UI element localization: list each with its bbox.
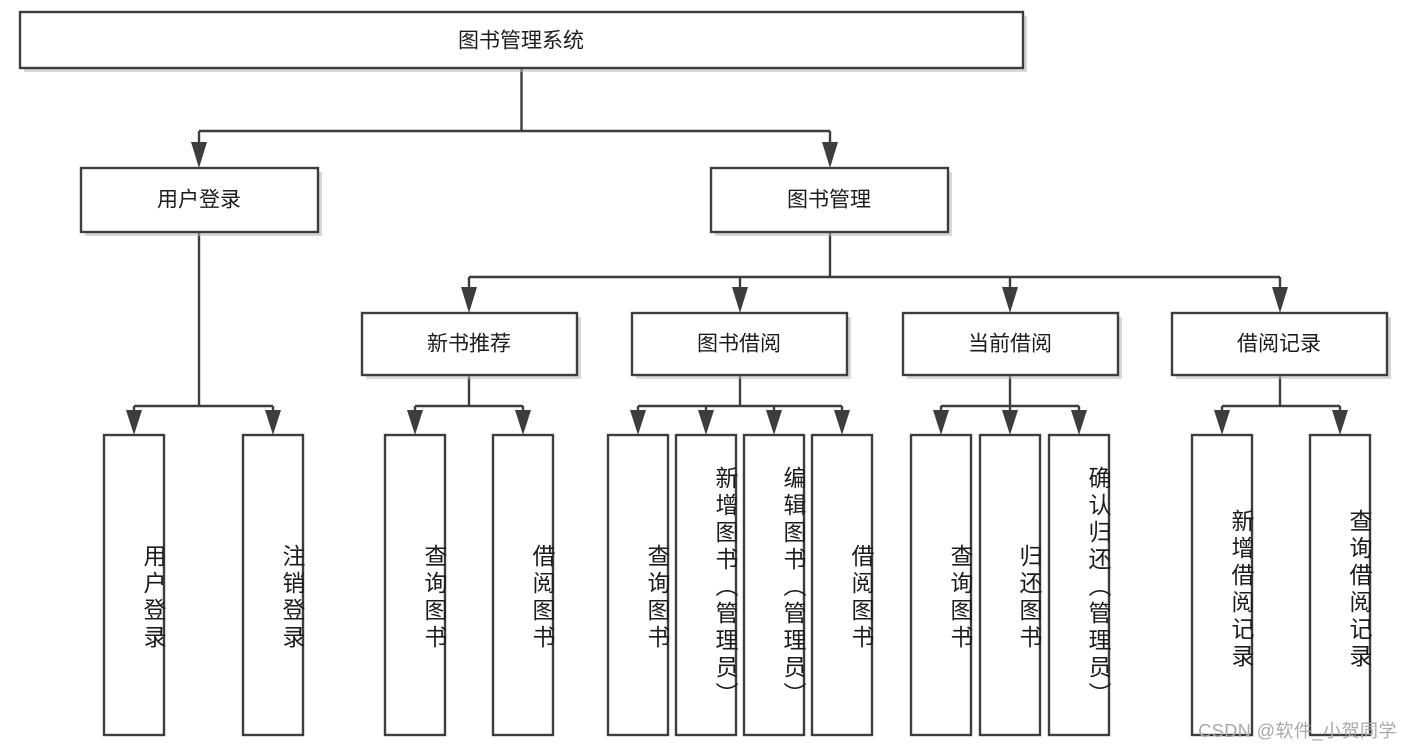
- connector-newbook-to-leaves: [407, 376, 531, 435]
- leaf-box-query-record[interactable]: [1308, 433, 1372, 737]
- arrow-head-leaf-query-book-3: [933, 410, 949, 435]
- leaf-boxes: [102, 433, 1372, 737]
- connector-bookborrow-to-leaves: [630, 376, 850, 435]
- leaf-box-confirm-return[interactable]: [1047, 433, 1111, 737]
- connector-bookmanagement-to-level3: [461, 232, 1288, 313]
- node-book-borrow[interactable]: 图书借阅: [630, 311, 851, 379]
- node-root-label: 图书管理系统: [458, 30, 584, 53]
- leaf-box-add-book[interactable]: [674, 433, 738, 737]
- leaf-box-query-book-1[interactable]: [383, 433, 447, 737]
- arrow-head-leaf-query-book-1: [407, 410, 423, 435]
- node-book-management[interactable]: 图书管理: [709, 166, 952, 236]
- node-new-book-recommend-label: 新书推荐: [427, 333, 511, 356]
- arrow-head-book-borrow: [732, 287, 748, 313]
- arrow-head-leaf-user-login: [126, 410, 142, 435]
- node-book-borrow-label: 图书借阅: [697, 333, 781, 356]
- node-root[interactable]: 图书管理系统: [18, 10, 1027, 72]
- leaf-box-logout-login[interactable]: [241, 433, 305, 737]
- arrow-head-leaf-add-record: [1214, 410, 1230, 435]
- node-current-borrow[interactable]: 当前借阅: [901, 311, 1122, 379]
- arrow-head-leaf-query-record: [1332, 410, 1348, 435]
- node-user-login[interactable]: 用户登录: [79, 166, 322, 236]
- arrow-head-user-login: [191, 142, 207, 168]
- connector-borrowrecord-to-leaves: [1214, 376, 1348, 435]
- arrow-head-leaf-edit-book: [766, 410, 782, 435]
- arrow-head-leaf-query-book-2: [630, 410, 646, 435]
- arrow-head-new-book: [461, 287, 477, 313]
- node-current-borrow-label: 当前借阅: [968, 333, 1052, 356]
- leaf-box-edit-book[interactable]: [742, 433, 806, 737]
- arrow-head-leaf-borrow-book-2: [834, 410, 850, 435]
- arrow-head-leaf-add-book: [698, 410, 714, 435]
- arrow-head-leaf-return-book: [1002, 410, 1018, 435]
- arrow-head-borrow-record: [1272, 287, 1288, 313]
- leaf-box-borrow-book-1[interactable]: [491, 433, 555, 737]
- arrow-head-current-borrow: [1002, 287, 1018, 313]
- arrow-head-leaf-confirm-return: [1071, 410, 1087, 435]
- leaf-box-query-book-3[interactable]: [909, 433, 973, 737]
- connector-root-to-level2: [191, 68, 838, 168]
- node-user-login-label: 用户登录: [157, 189, 241, 212]
- arrow-head-leaf-borrow-book-1: [515, 410, 531, 435]
- connector-userlogin-to-leaves: [126, 232, 281, 435]
- node-borrow-record-label: 借阅记录: [1237, 333, 1321, 356]
- node-new-book-recommend[interactable]: 新书推荐: [360, 311, 581, 379]
- leaf-box-add-record[interactable]: [1190, 433, 1254, 737]
- leaf-box-query-book-2[interactable]: [606, 433, 670, 737]
- connector-currentborrow-to-leaves: [933, 376, 1087, 435]
- node-book-management-label: 图书管理: [787, 189, 871, 212]
- arrow-head-leaf-logout: [265, 410, 281, 435]
- leaf-box-return-book[interactable]: [978, 433, 1042, 737]
- leaf-box-borrow-book-2[interactable]: [810, 433, 874, 737]
- node-borrow-record[interactable]: 借阅记录: [1170, 311, 1391, 379]
- csdn-watermark: CSDN @软件_小贺同学: [1198, 721, 1397, 741]
- arrow-head-book-management: [822, 142, 838, 168]
- leaf-box-user-login[interactable]: [102, 433, 166, 737]
